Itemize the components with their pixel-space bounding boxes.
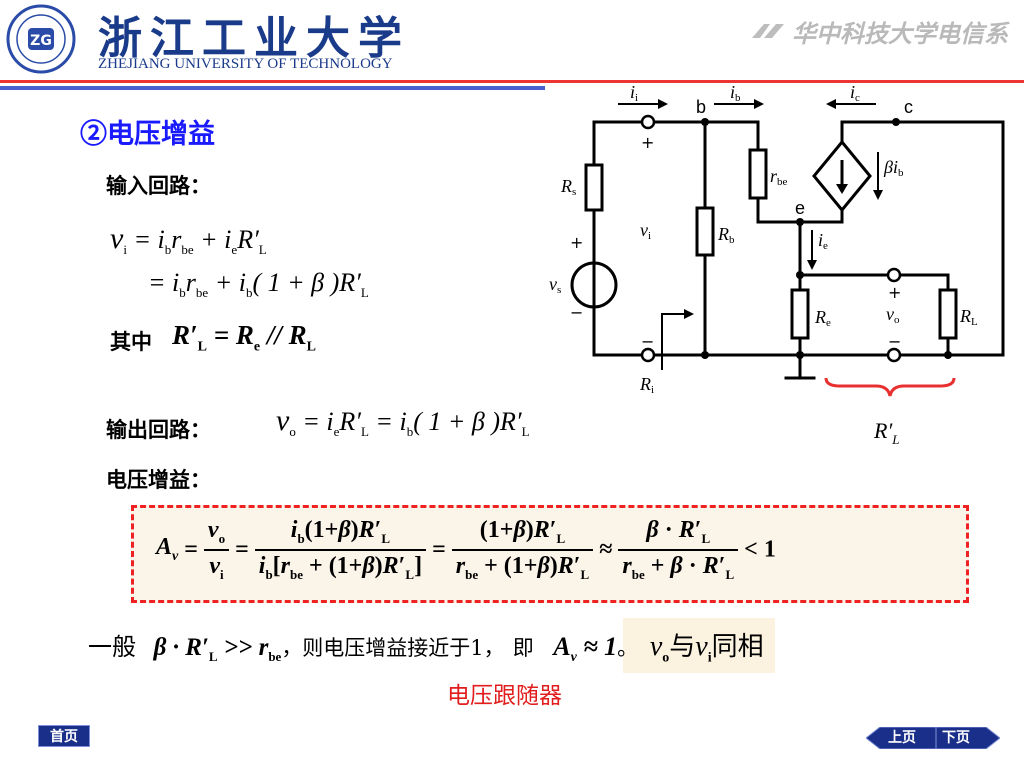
home-button[interactable]: 首页	[38, 725, 90, 747]
svg-text:Re: Re	[814, 307, 831, 329]
node-e-label: e	[795, 198, 805, 218]
label-vs: v	[549, 274, 557, 294]
section-heading: ②电压增益	[80, 119, 215, 150]
prev-button[interactable]: 上页	[866, 727, 936, 749]
next-label: 下页	[942, 730, 970, 746]
approximation-highlight	[623, 618, 775, 673]
conclusion-text: ，则电压增益接近于1，	[281, 636, 505, 660]
input-loop-equation-1: vi = ibrbe + ieR′L	[110, 222, 267, 258]
conclusion-ji: 即	[512, 636, 534, 660]
svg-text:vs: vs	[549, 274, 561, 296]
rl-prime-definition: R′L = Re // RL	[172, 320, 316, 355]
svg-text:+: +	[570, 233, 583, 252]
svg-text:ic: ic	[850, 82, 860, 104]
arrow-left-icon	[866, 727, 936, 749]
header-divider-red	[0, 80, 1024, 83]
label-ie: i	[818, 230, 823, 250]
next-button[interactable]: 下页	[936, 727, 1000, 749]
where-label: 其中	[110, 329, 152, 354]
svg-text:+: +	[888, 283, 901, 302]
conclusion-prefix: 一般	[88, 633, 136, 661]
svg-text:rbe: rbe	[770, 166, 788, 188]
conclusion-same-phase-end: 同相	[711, 632, 764, 662]
conclusion-line: 一般 β · R′L >> rbe，则电压增益接近于1，即 Av ≈ 1。 vo…	[88, 631, 764, 666]
svg-text:vo: vo	[886, 304, 900, 326]
prev-label: 上页	[888, 730, 916, 746]
label-vi: v	[640, 220, 648, 240]
output-loop-equation: vo = ieR′L = ib( 1 + β )R′L	[276, 404, 530, 440]
svg-text:Rs: Rs	[560, 176, 576, 198]
label-ib: i	[730, 82, 735, 102]
svg-text:−: −	[570, 303, 583, 322]
label-re: R	[814, 307, 826, 327]
label-ri: R	[639, 374, 651, 394]
label-beta-ib: βi	[883, 157, 898, 177]
university-seal-icon: ZG	[6, 4, 76, 74]
svg-text:R′L: R′L	[873, 418, 900, 447]
header-divider-blue	[0, 86, 545, 90]
svg-text:−: −	[641, 332, 654, 351]
input-loop-equation-2: = ibrbe + ib( 1 + β )R′L	[148, 268, 369, 301]
label-ii: i	[630, 82, 635, 102]
svg-text:RL: RL	[959, 306, 978, 328]
label-ic: i	[850, 82, 855, 102]
output-loop-label: 输出回路：	[106, 417, 211, 442]
svg-text:Ri: Ri	[639, 374, 654, 396]
label-rl: R	[959, 306, 971, 326]
university-name-cn: 浙江工业大学	[98, 13, 410, 64]
svg-text:vi: vi	[640, 220, 651, 242]
svg-text:ZG: ZG	[30, 33, 52, 49]
arrow-right-icon	[936, 727, 1000, 749]
svg-text:+: +	[641, 133, 654, 152]
node-b-label: b	[696, 97, 706, 117]
input-loop-label: 输入回路：	[106, 173, 211, 198]
svg-text:Rb: Rb	[717, 224, 735, 246]
hust-credit: 华中科技大学电信系	[792, 19, 1008, 48]
svg-text:−: −	[888, 332, 901, 351]
voltage-gain-label: 电压增益：	[106, 467, 211, 492]
conclusion-same-phase-mid: 与	[669, 632, 696, 662]
node-c-label: c	[904, 97, 913, 117]
svg-text:ii: ii	[630, 82, 638, 104]
label-rb: R	[717, 224, 729, 244]
label-rs: R	[560, 176, 572, 196]
label-vo: v	[886, 304, 894, 324]
svg-text:ie: ie	[818, 230, 828, 252]
label-rl-prime: R′	[873, 418, 893, 443]
voltage-follower-label: 电压跟随器	[447, 683, 562, 709]
hust-logo-icon	[752, 24, 784, 38]
svg-text:ib: ib	[730, 82, 741, 104]
label-rbe: r	[770, 166, 778, 186]
university-name-en: ZHEJIANG UNIVERSITY OF TECHNOLOGY	[98, 56, 393, 72]
svg-text:βib: βib	[883, 157, 904, 179]
